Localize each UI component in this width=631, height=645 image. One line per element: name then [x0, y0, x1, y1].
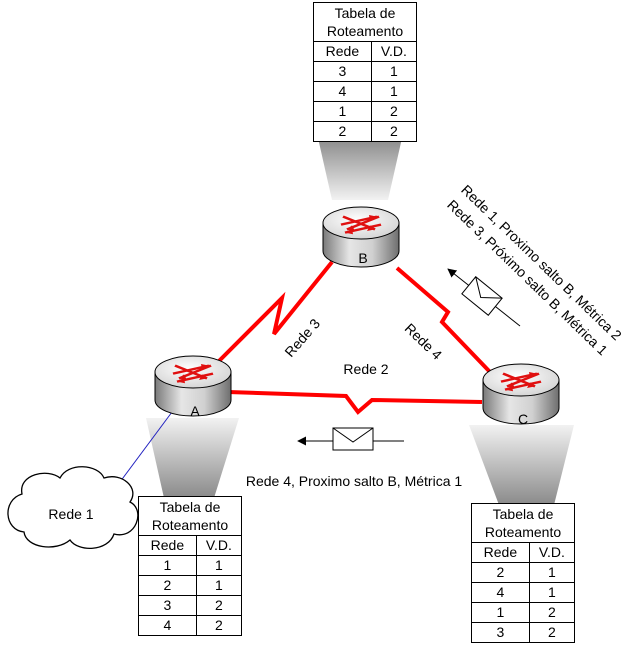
link-rede4 [395, 266, 492, 374]
message-c-text: Rede 4, Proximo salto B, Métrica 1 [246, 473, 463, 489]
update-message-c: Rede 4, Proximo salto B, Métrica 1 [246, 427, 463, 489]
network-label-rede1: Rede 1 [48, 506, 93, 522]
router-label-a: A [190, 403, 200, 419]
link-rede3 [216, 260, 334, 364]
router-label-b: B [358, 250, 367, 266]
link-rede2 [227, 390, 483, 415]
light-beam-b [318, 138, 402, 200]
light-beam-c [469, 425, 574, 505]
router-c[interactable] [482, 363, 560, 425]
envelope-icon [332, 427, 374, 451]
update-message-b: Rede 1, Proximo salto B, Métrica 2 Rede … [444, 182, 625, 359]
network-label-rede4: Rede 4 [402, 320, 446, 363]
column-header-vd: V.D. [370, 41, 418, 62]
message-b-line2: Rede 3, Próximo salto B, Métrica 1 [444, 197, 611, 359]
column-header-vd: V.D. [528, 542, 576, 563]
light-beam-a [146, 418, 239, 498]
envelope-icon [461, 276, 503, 316]
router-b[interactable] [322, 206, 400, 268]
message-b-line1: Rede 1, Proximo salto B, Métrica 2 [458, 182, 625, 344]
network-label-rede2: Rede 2 [343, 361, 388, 377]
router-a[interactable] [154, 355, 232, 417]
column-header-vd: V.D. [195, 535, 243, 556]
column-header-rede: Rede [313, 41, 372, 62]
network-label-rede3: Rede 3 [281, 315, 323, 360]
cloud-icon [7, 466, 139, 549]
column-header-rede: Rede [471, 542, 530, 563]
router-label-c: C [518, 411, 528, 427]
lan-link-rede1 [116, 411, 173, 487]
column-header-rede: Rede [138, 535, 197, 556]
